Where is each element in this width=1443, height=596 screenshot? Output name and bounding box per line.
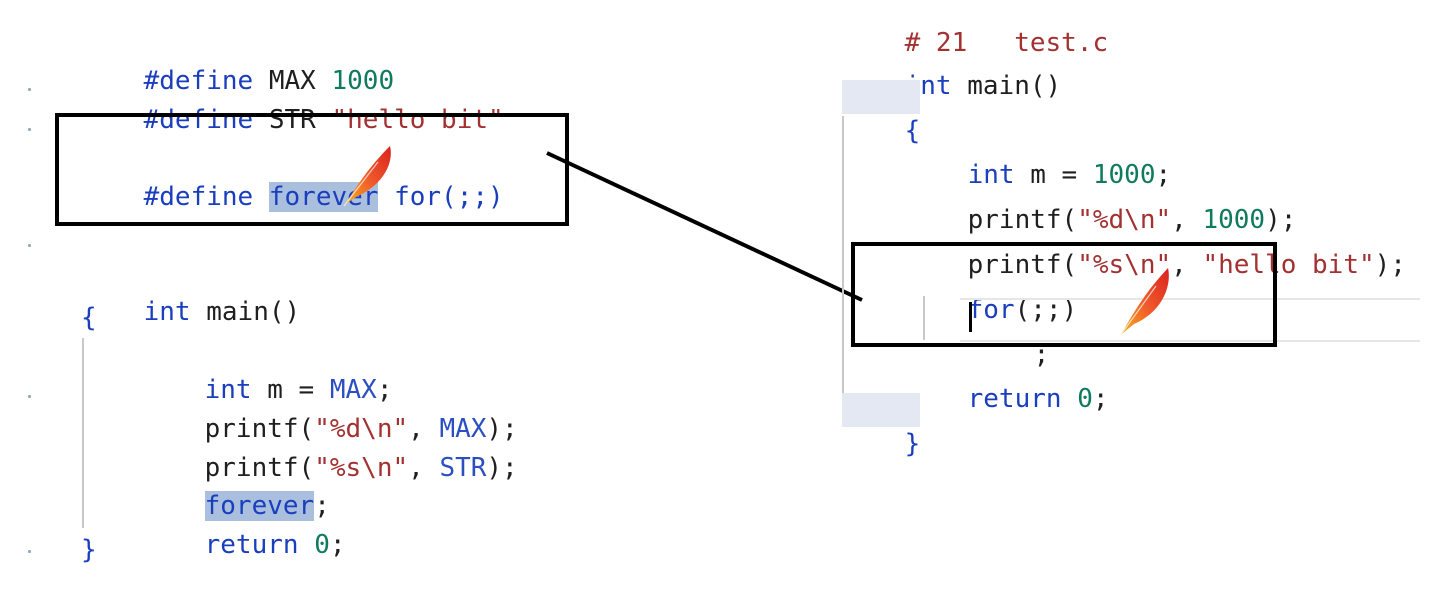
gutter-marker <box>28 128 31 131</box>
code-line: return 0; <box>142 494 346 560</box>
function-call: printf( <box>204 453 315 483</box>
code-text: m = <box>1030 160 1093 190</box>
current-line-marker <box>960 298 1420 300</box>
highlighted-macro: forever <box>268 182 379 212</box>
keyword: int <box>967 160 1015 190</box>
code-line: { <box>81 301 97 335</box>
code-text: , <box>1171 205 1203 235</box>
highlighted-macro: forever <box>204 491 315 521</box>
number-literal: 0 <box>1077 384 1093 414</box>
code-line: int m = MAX; <box>142 339 393 405</box>
code-line: { <box>842 80 921 146</box>
code-line: #define STR "hello bit" <box>81 69 504 135</box>
code-text: , <box>408 453 440 483</box>
brace: } <box>904 429 921 459</box>
number-literal: 0 <box>314 530 330 560</box>
code-line: forever; <box>142 455 330 521</box>
gutter-marker <box>28 550 31 553</box>
code-line: int main() <box>842 35 1062 101</box>
current-line-marker <box>960 340 1420 342</box>
code-line: ; <box>971 304 1050 370</box>
brace: { <box>81 303 97 333</box>
function-call: printf( <box>967 250 1078 280</box>
macro-ref: MAX <box>439 414 487 444</box>
keyword: return <box>967 384 1062 414</box>
macro-body: for(;;) <box>394 182 504 212</box>
keyword: #define <box>143 105 254 135</box>
feather-icon <box>343 146 391 207</box>
gutter-marker <box>28 395 31 398</box>
code-text: ); <box>486 453 518 483</box>
indent-guide <box>923 296 925 340</box>
keyword: for <box>967 295 1015 325</box>
code-text: ); <box>1374 250 1406 280</box>
code-line: int main() <box>81 261 301 327</box>
indent-guide <box>842 116 844 394</box>
indent-guide <box>82 338 84 528</box>
macro-ref: STR <box>439 453 487 483</box>
code-line: int m = 1000; <box>905 124 1172 190</box>
code-line: } <box>842 393 921 459</box>
annotation-box-define <box>55 113 569 226</box>
macro-name: STR <box>268 105 316 135</box>
function-call: printf( <box>967 205 1078 235</box>
text-cursor <box>969 302 972 332</box>
string-literal: "%d\n" <box>314 414 409 444</box>
code-text: ); <box>486 414 518 444</box>
gutter-marker <box>28 88 31 91</box>
string-literal: "%s\n" <box>314 453 409 483</box>
file-header: # 21 test.c <box>904 28 1109 58</box>
number-literal: 1000 <box>1092 160 1156 190</box>
code-line: printf("%d\n", 1000); <box>905 169 1297 235</box>
left-code-pane: #define MAX 1000 #define STR "hello bit"… <box>0 0 700 586</box>
keyword: int <box>143 297 191 327</box>
function-signature: main() <box>967 71 1062 101</box>
macro-ref: MAX <box>329 375 377 405</box>
brace: } <box>81 535 97 565</box>
code-text: , <box>408 414 440 444</box>
code-line: return 0; <box>905 348 1109 414</box>
keyword: return <box>204 530 299 560</box>
code-line: #define MAX 1000 <box>81 30 394 96</box>
number-literal: 1000 <box>1202 205 1266 235</box>
code-text: (;;) <box>1014 295 1078 325</box>
code-line: #define forever for(;;) <box>81 146 504 212</box>
code-line: printf("%d\n", MAX); <box>142 378 518 444</box>
string-literal: "%s\n" <box>1077 250 1172 280</box>
code-text: m = <box>267 375 330 405</box>
code-line: printf("%s\n", STR); <box>142 417 518 483</box>
code-text: ; <box>1155 160 1172 190</box>
number-literal: 1000 <box>331 66 395 96</box>
feather-icon <box>1119 268 1169 337</box>
string-literal: "hello bit" <box>1202 250 1375 280</box>
function-signature: main() <box>206 297 301 327</box>
string-literal: "%d\n" <box>1077 205 1172 235</box>
code-text: ); <box>1265 205 1297 235</box>
keyword: #define <box>143 182 254 212</box>
keyword: #define <box>143 66 254 96</box>
function-call: printf( <box>204 414 315 444</box>
gutter-marker <box>28 244 31 247</box>
string-literal: "hello bit" <box>331 105 504 135</box>
code-text: ; <box>329 530 346 560</box>
code-line: printf("%s\n", "hello bit"); <box>905 214 1406 280</box>
keyword: int <box>204 375 252 405</box>
code-text: , <box>1171 250 1203 280</box>
macro-name: MAX <box>268 66 316 96</box>
code-line: for(;;) <box>905 259 1078 325</box>
code-text: ; <box>376 375 393 405</box>
code-text: ; <box>314 491 330 521</box>
code-text: ; <box>1092 384 1109 414</box>
code-line: } <box>81 533 97 567</box>
annotation-box-for <box>851 242 1277 347</box>
code-text: ; <box>1033 340 1050 370</box>
right-code-pane: # 21 test.c int main() { int m = 1000; p… <box>820 0 1443 586</box>
brace: { <box>904 116 921 146</box>
